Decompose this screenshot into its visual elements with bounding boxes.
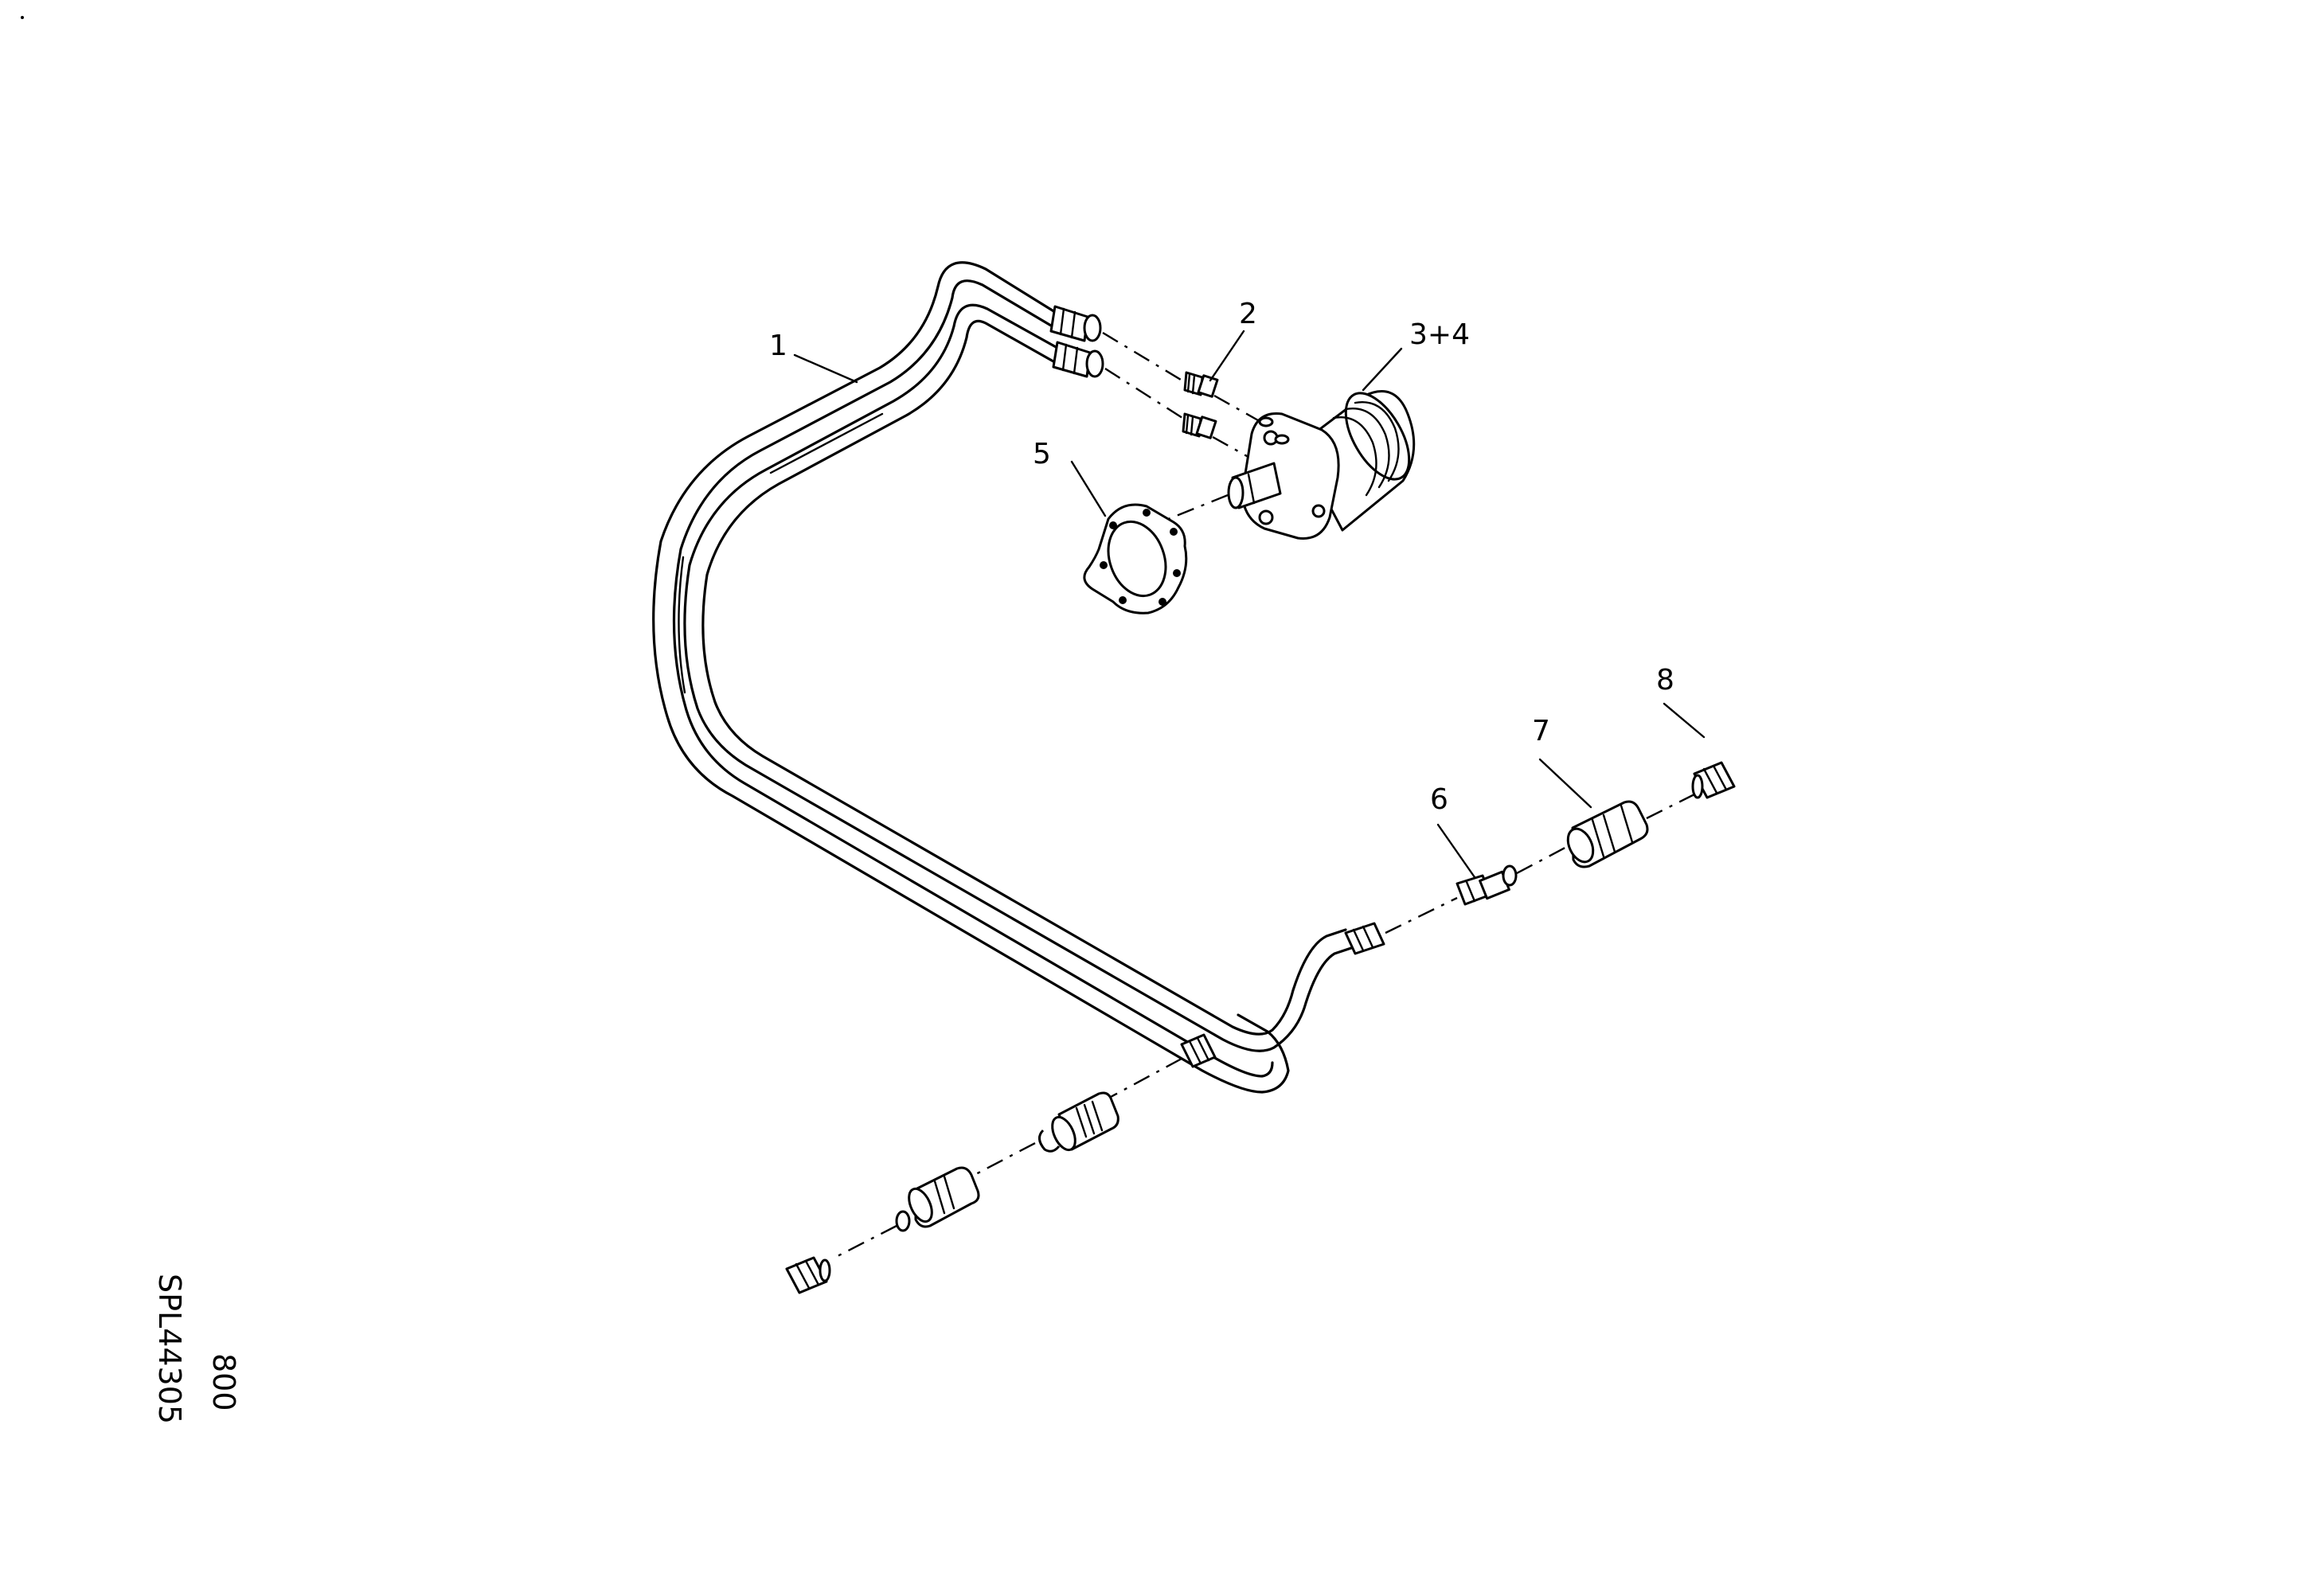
- callout-3-4: 3+4: [1409, 318, 1470, 351]
- corner-mark: [21, 16, 24, 19]
- pipe-end-nut-lower: [1180, 1033, 1217, 1068]
- cap-nut-8: [1691, 761, 1736, 799]
- drawing-code-number: 800: [206, 1353, 241, 1411]
- lower-pipe-nut: [1052, 341, 1104, 378]
- hydraulic-motor: [1227, 390, 1416, 540]
- leader-lines: [793, 330, 1706, 879]
- callout-8: 8: [1656, 664, 1674, 697]
- callout-7: 7: [1532, 715, 1550, 747]
- adapter-fitting-lower: [1182, 412, 1217, 439]
- pipe-end-nut-right: [1344, 922, 1385, 955]
- coupling-plug-lower: [1038, 1091, 1119, 1153]
- callout-2: 2: [1239, 298, 1257, 330]
- cap-nut-lower: [785, 1256, 831, 1294]
- adapter-fitting-upper: [1183, 371, 1219, 398]
- callout-1: 1: [769, 330, 787, 362]
- drawing-code-reference: SPL44305: [152, 1274, 187, 1424]
- callout-6: 6: [1430, 783, 1448, 816]
- coupling-socket-7: [1566, 800, 1649, 868]
- coupling-socket-lower: [895, 1166, 980, 1232]
- callout-5: 5: [1033, 438, 1051, 470]
- upper-pipe-nut: [1049, 305, 1102, 342]
- union-fitting-6: [1456, 864, 1518, 906]
- gasket-plate: [1083, 503, 1188, 615]
- pipe-assembly: [652, 261, 1355, 1094]
